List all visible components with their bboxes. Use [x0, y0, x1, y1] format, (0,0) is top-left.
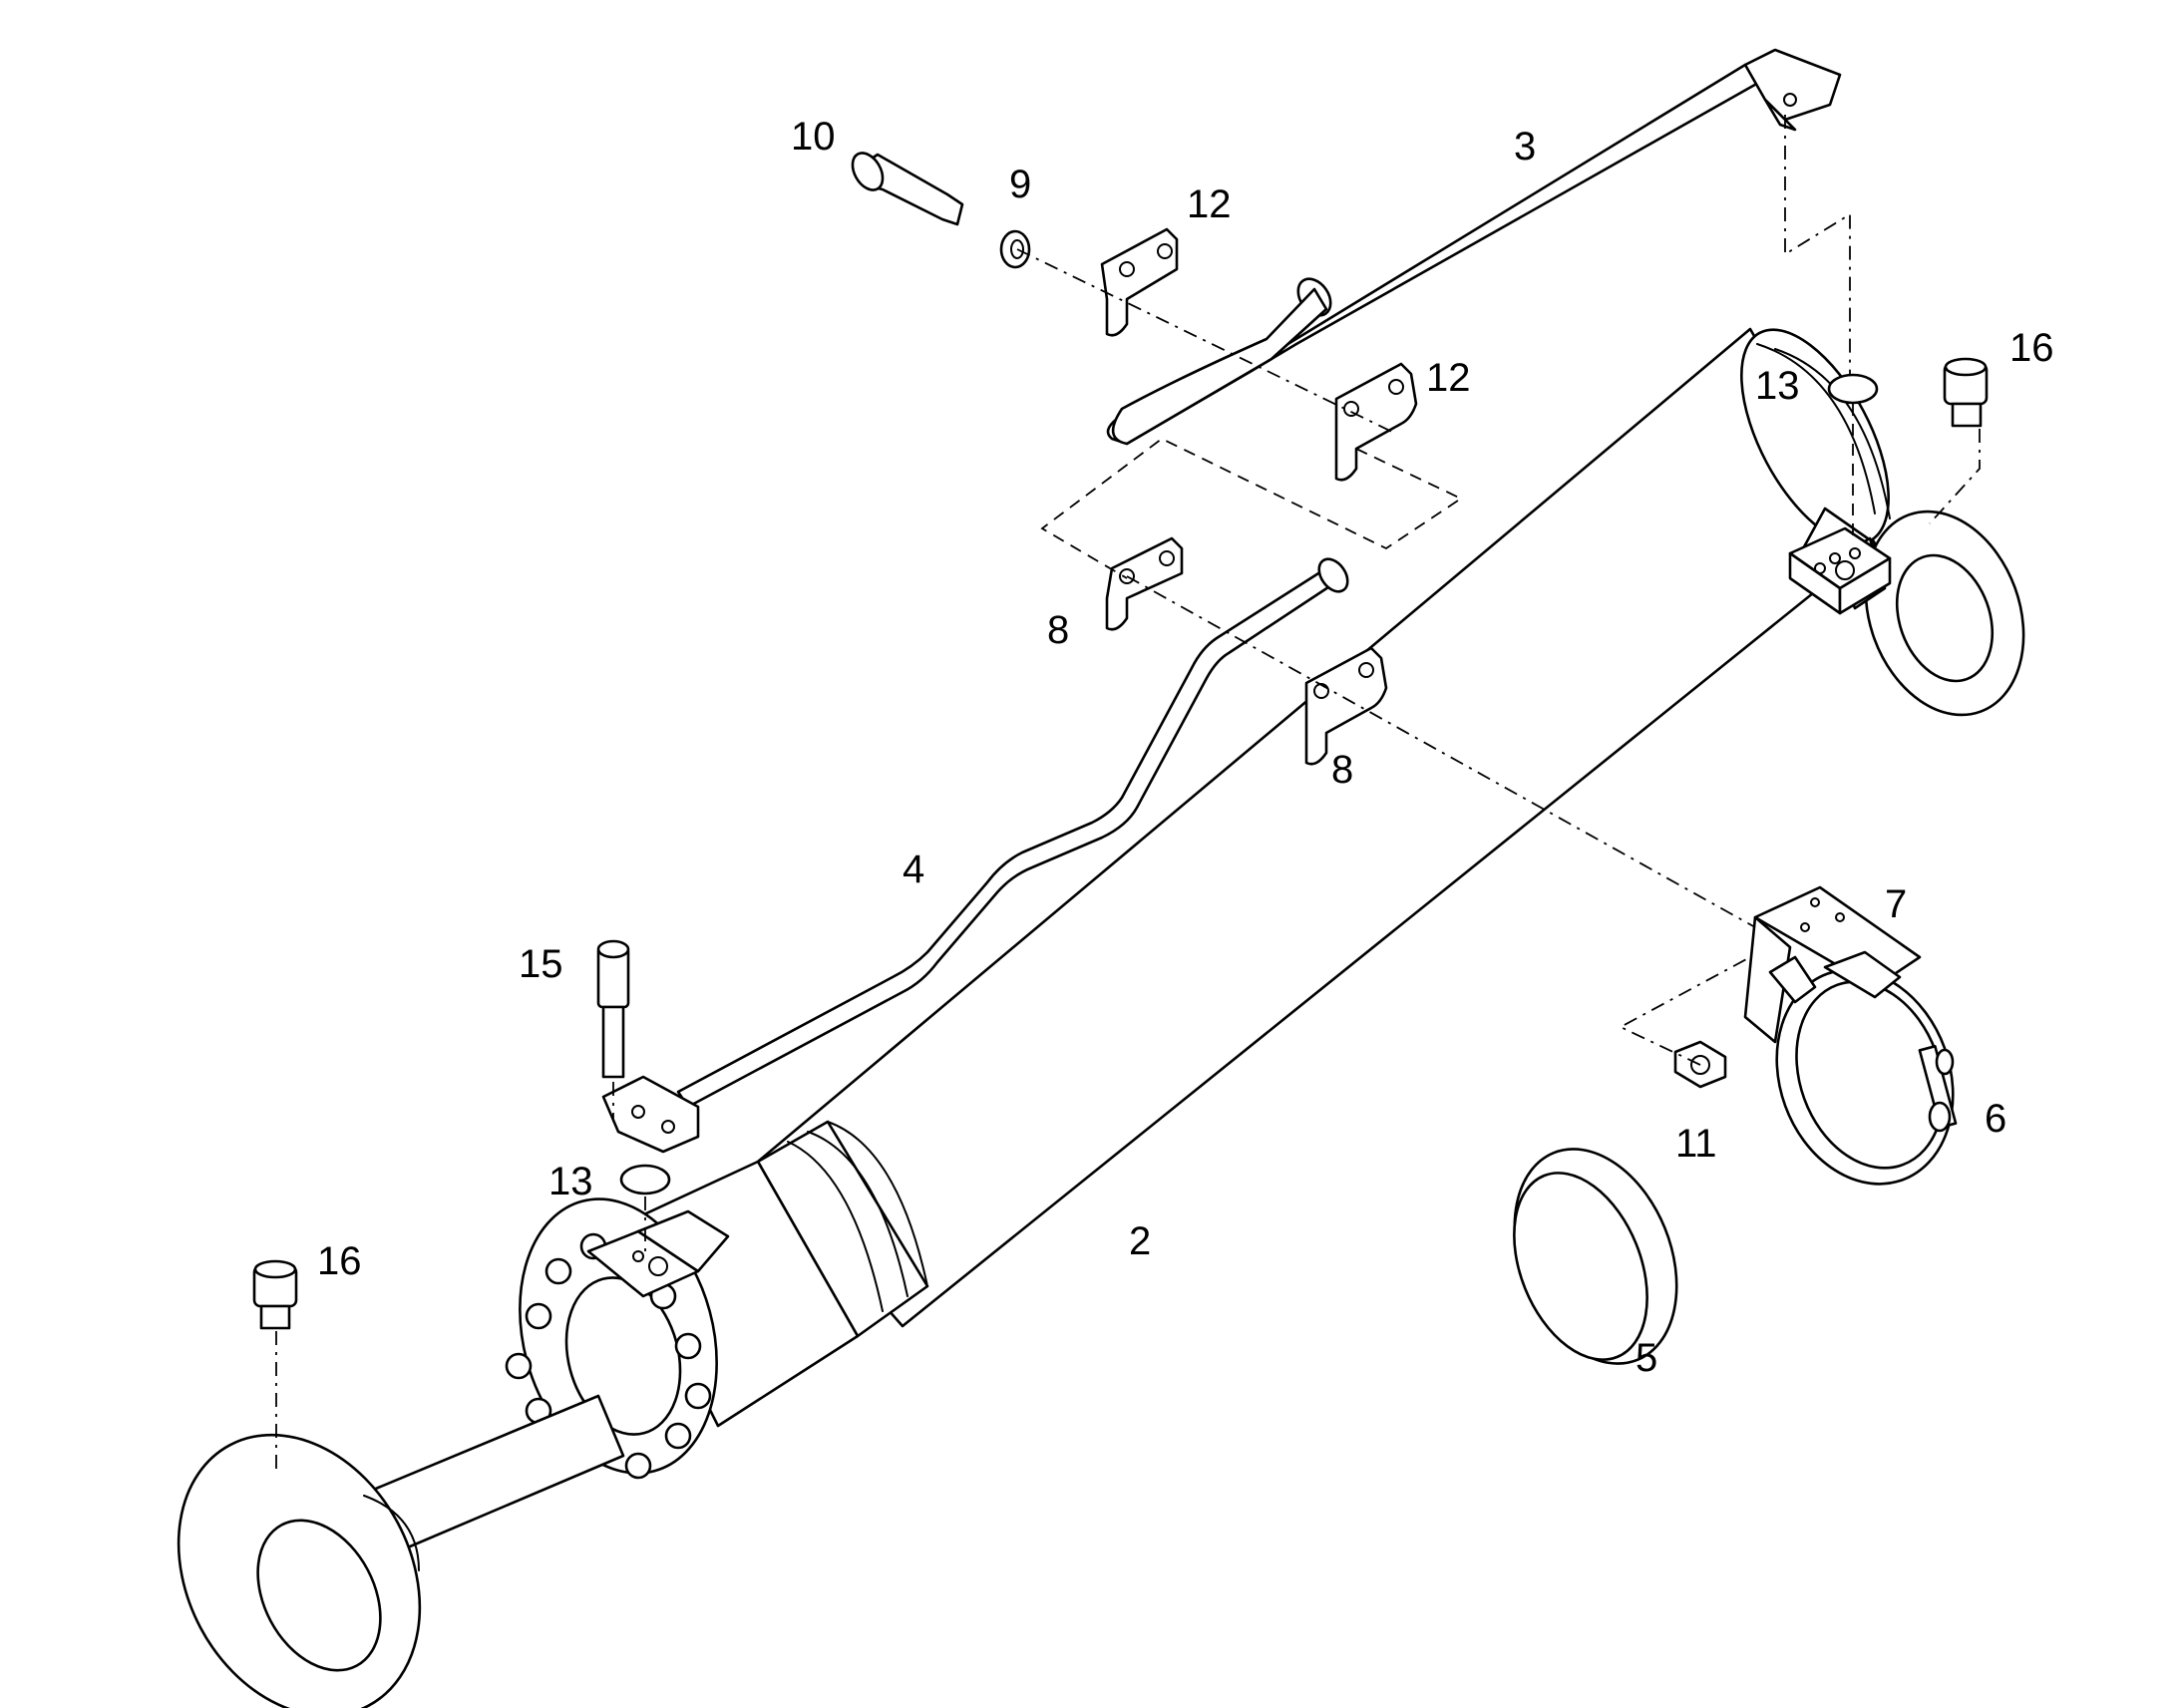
- tube-upper: [1106, 48, 1842, 446]
- callout-12-upper: 12: [1187, 182, 1232, 226]
- clamp-half-upper-12b: [1334, 362, 1418, 482]
- callout-4: 4: [903, 848, 924, 891]
- cylinder-barrel: [756, 327, 1891, 1328]
- callout-5: 5: [1635, 1336, 1657, 1380]
- callout-7: 7: [1885, 882, 1907, 926]
- callout-13-lower: 13: [548, 1160, 593, 1203]
- bracket: [1743, 885, 1922, 1044]
- callouts: 2 3 4 5 6 7 8 8 9 10 11 12 12 13 13 15 1…: [317, 115, 2054, 1380]
- band-clamp: [1775, 968, 1958, 1186]
- assembly-lines: [275, 115, 1981, 1476]
- cylinder-port-block-front: [586, 1209, 730, 1298]
- cylinder-port-block-rear: [1788, 526, 1892, 615]
- callout-2: 2: [1129, 1219, 1151, 1263]
- callout-6: 6: [1985, 1097, 2006, 1141]
- callout-3: 3: [1514, 125, 1536, 169]
- callout-12-lower: 12: [1426, 356, 1471, 400]
- callout-10: 10: [791, 115, 836, 159]
- callout-13-upper: 13: [1755, 364, 1800, 408]
- callout-11: 11: [1675, 1122, 1717, 1166]
- cylinder-rear-eye: [1793, 507, 2025, 717]
- clamp-half-upper-8: [1105, 536, 1184, 631]
- seal-ring: [1513, 1148, 1678, 1365]
- washer: [999, 229, 1031, 269]
- callout-8-lower: 8: [1331, 748, 1353, 792]
- plug-rear: [1943, 357, 1989, 428]
- callout-8-upper: 8: [1047, 608, 1069, 652]
- plug-front: [252, 1259, 298, 1330]
- tube-lower-flange: [601, 1075, 700, 1154]
- callout-16-front: 16: [317, 1239, 362, 1283]
- cylinder-front-eye: [177, 1433, 422, 1708]
- clamp-half-upper-12a: [1100, 227, 1179, 337]
- o-ring-lower: [619, 1164, 671, 1196]
- callout-16-rear: 16: [2009, 326, 2054, 370]
- callout-15: 15: [519, 942, 563, 986]
- o-ring-upper: [1827, 373, 1879, 405]
- bolt: [851, 152, 964, 226]
- cap-screw: [596, 939, 630, 1079]
- callout-9: 9: [1009, 163, 1031, 206]
- clamp-half-lower-8: [1304, 646, 1388, 766]
